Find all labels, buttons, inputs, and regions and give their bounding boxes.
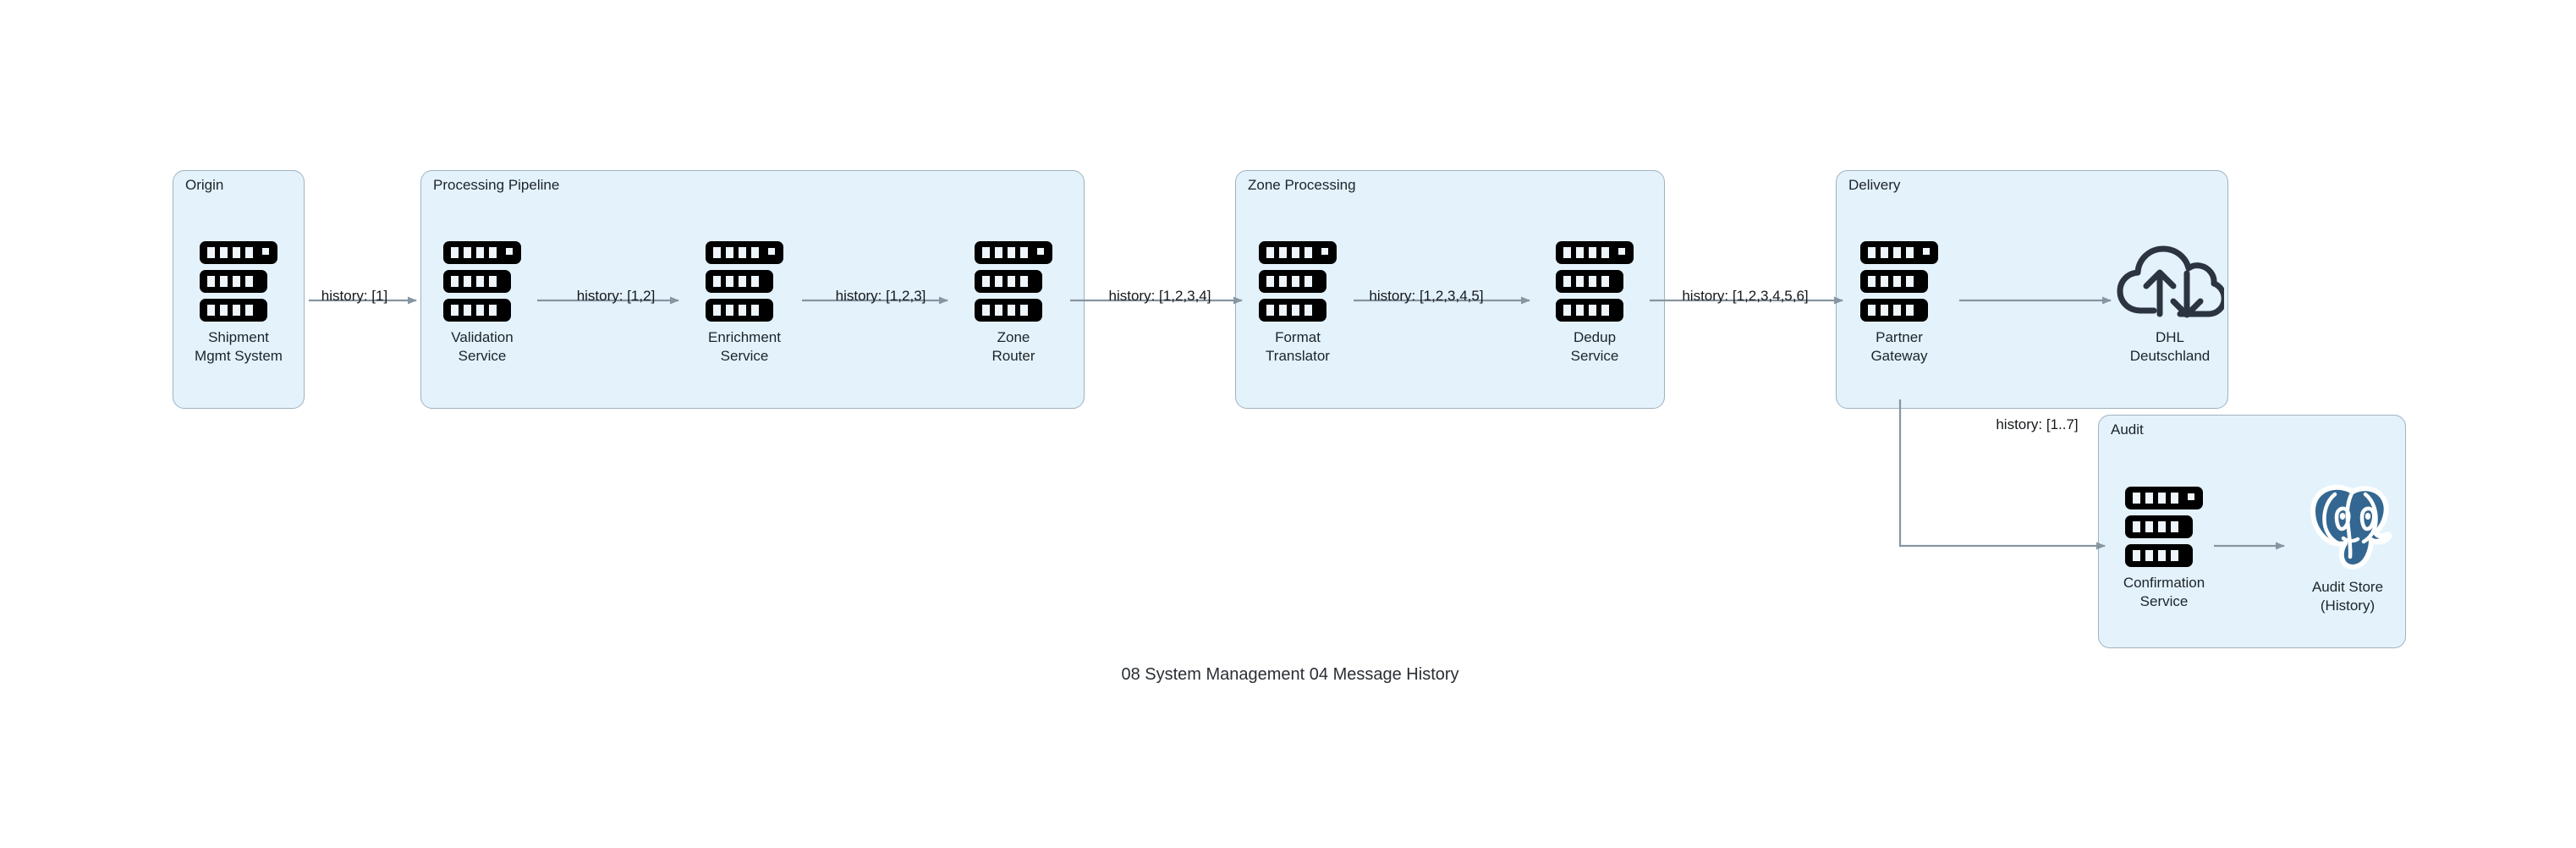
- node-label-format-translator: Format Translator: [1266, 329, 1330, 364]
- diagram-caption: 08 System Management 04 Message History: [1121, 665, 1459, 684]
- group-title-delivery: Delivery: [1848, 177, 1901, 193]
- node-partner-gateway[interactable]: Partner Gateway: [1836, 241, 1963, 366]
- node-label-partner-gateway: Partner Gateway: [1870, 329, 1928, 364]
- server-icon: [175, 241, 302, 322]
- node-shipment-mgmt-system[interactable]: Shipment Mgmt System: [175, 241, 302, 366]
- group-title-origin: Origin: [185, 177, 224, 193]
- node-label-dedup-service: Dedup Service: [1570, 329, 1619, 364]
- node-label-enrichment-service: Enrichment Service: [708, 329, 781, 364]
- group-title-zone-processing: Zone Processing: [1248, 177, 1356, 193]
- edge-label-history-1-2-3-4-5: history: [1,2,3,4,5]: [1369, 288, 1484, 304]
- edge-label-history-1-2: history: [1,2]: [576, 288, 656, 304]
- group-title-processing-pipeline: Processing Pipeline: [433, 177, 560, 193]
- server-icon: [1531, 241, 1658, 322]
- server-icon: [950, 241, 1077, 322]
- node-enrichment-service[interactable]: Enrichment Service: [681, 241, 808, 366]
- node-zone-router[interactable]: Zone Router: [950, 241, 1077, 366]
- node-format-translator[interactable]: Format Translator: [1234, 241, 1361, 366]
- server-icon: [1836, 241, 1963, 322]
- edge-label-history-1-to-7: history: [1..7]: [1996, 416, 2079, 432]
- node-label-dhl-deutschland: DHL Deutschland: [2129, 329, 2211, 364]
- node-confirmation-service[interactable]: Confirmation Service: [2101, 487, 2227, 611]
- server-icon: [1234, 241, 1361, 322]
- node-validation-service[interactable]: Validation Service: [419, 241, 546, 366]
- node-label-confirmation-service: Confirmation Service: [2123, 575, 2205, 609]
- node-label-validation-service: Validation Service: [451, 329, 514, 364]
- node-label-audit-store: Audit Store (History): [2311, 579, 2384, 614]
- node-audit-store[interactable]: Audit Store (History): [2284, 481, 2411, 615]
- node-dhl-deutschland[interactable]: DHL Deutschland: [2106, 241, 2233, 366]
- node-dedup-service[interactable]: Dedup Service: [1531, 241, 1658, 366]
- edge-label-history-1: history: [1]: [321, 288, 388, 304]
- edge-label-history-1-2-3-4-5-6: history: [1,2,3,4,5,6]: [1682, 288, 1809, 304]
- cloud-upload-download-icon: [2106, 241, 2233, 322]
- edge-label-history-1-2-3: history: [1,2,3]: [835, 288, 926, 304]
- node-label-shipment-mgmt-system: Shipment Mgmt System: [195, 329, 283, 364]
- group-processing-pipeline: Processing Pipeline: [420, 170, 1085, 409]
- server-icon: [2101, 487, 2227, 568]
- server-icon: [681, 241, 808, 322]
- server-icon: [419, 241, 546, 322]
- node-label-zone-router: Zone Router: [991, 329, 1035, 364]
- edge-label-history-1-2-3-4: history: [1,2,3,4]: [1108, 288, 1211, 304]
- postgresql-elephant-icon: [2284, 481, 2411, 572]
- group-title-audit: Audit: [2111, 421, 2144, 438]
